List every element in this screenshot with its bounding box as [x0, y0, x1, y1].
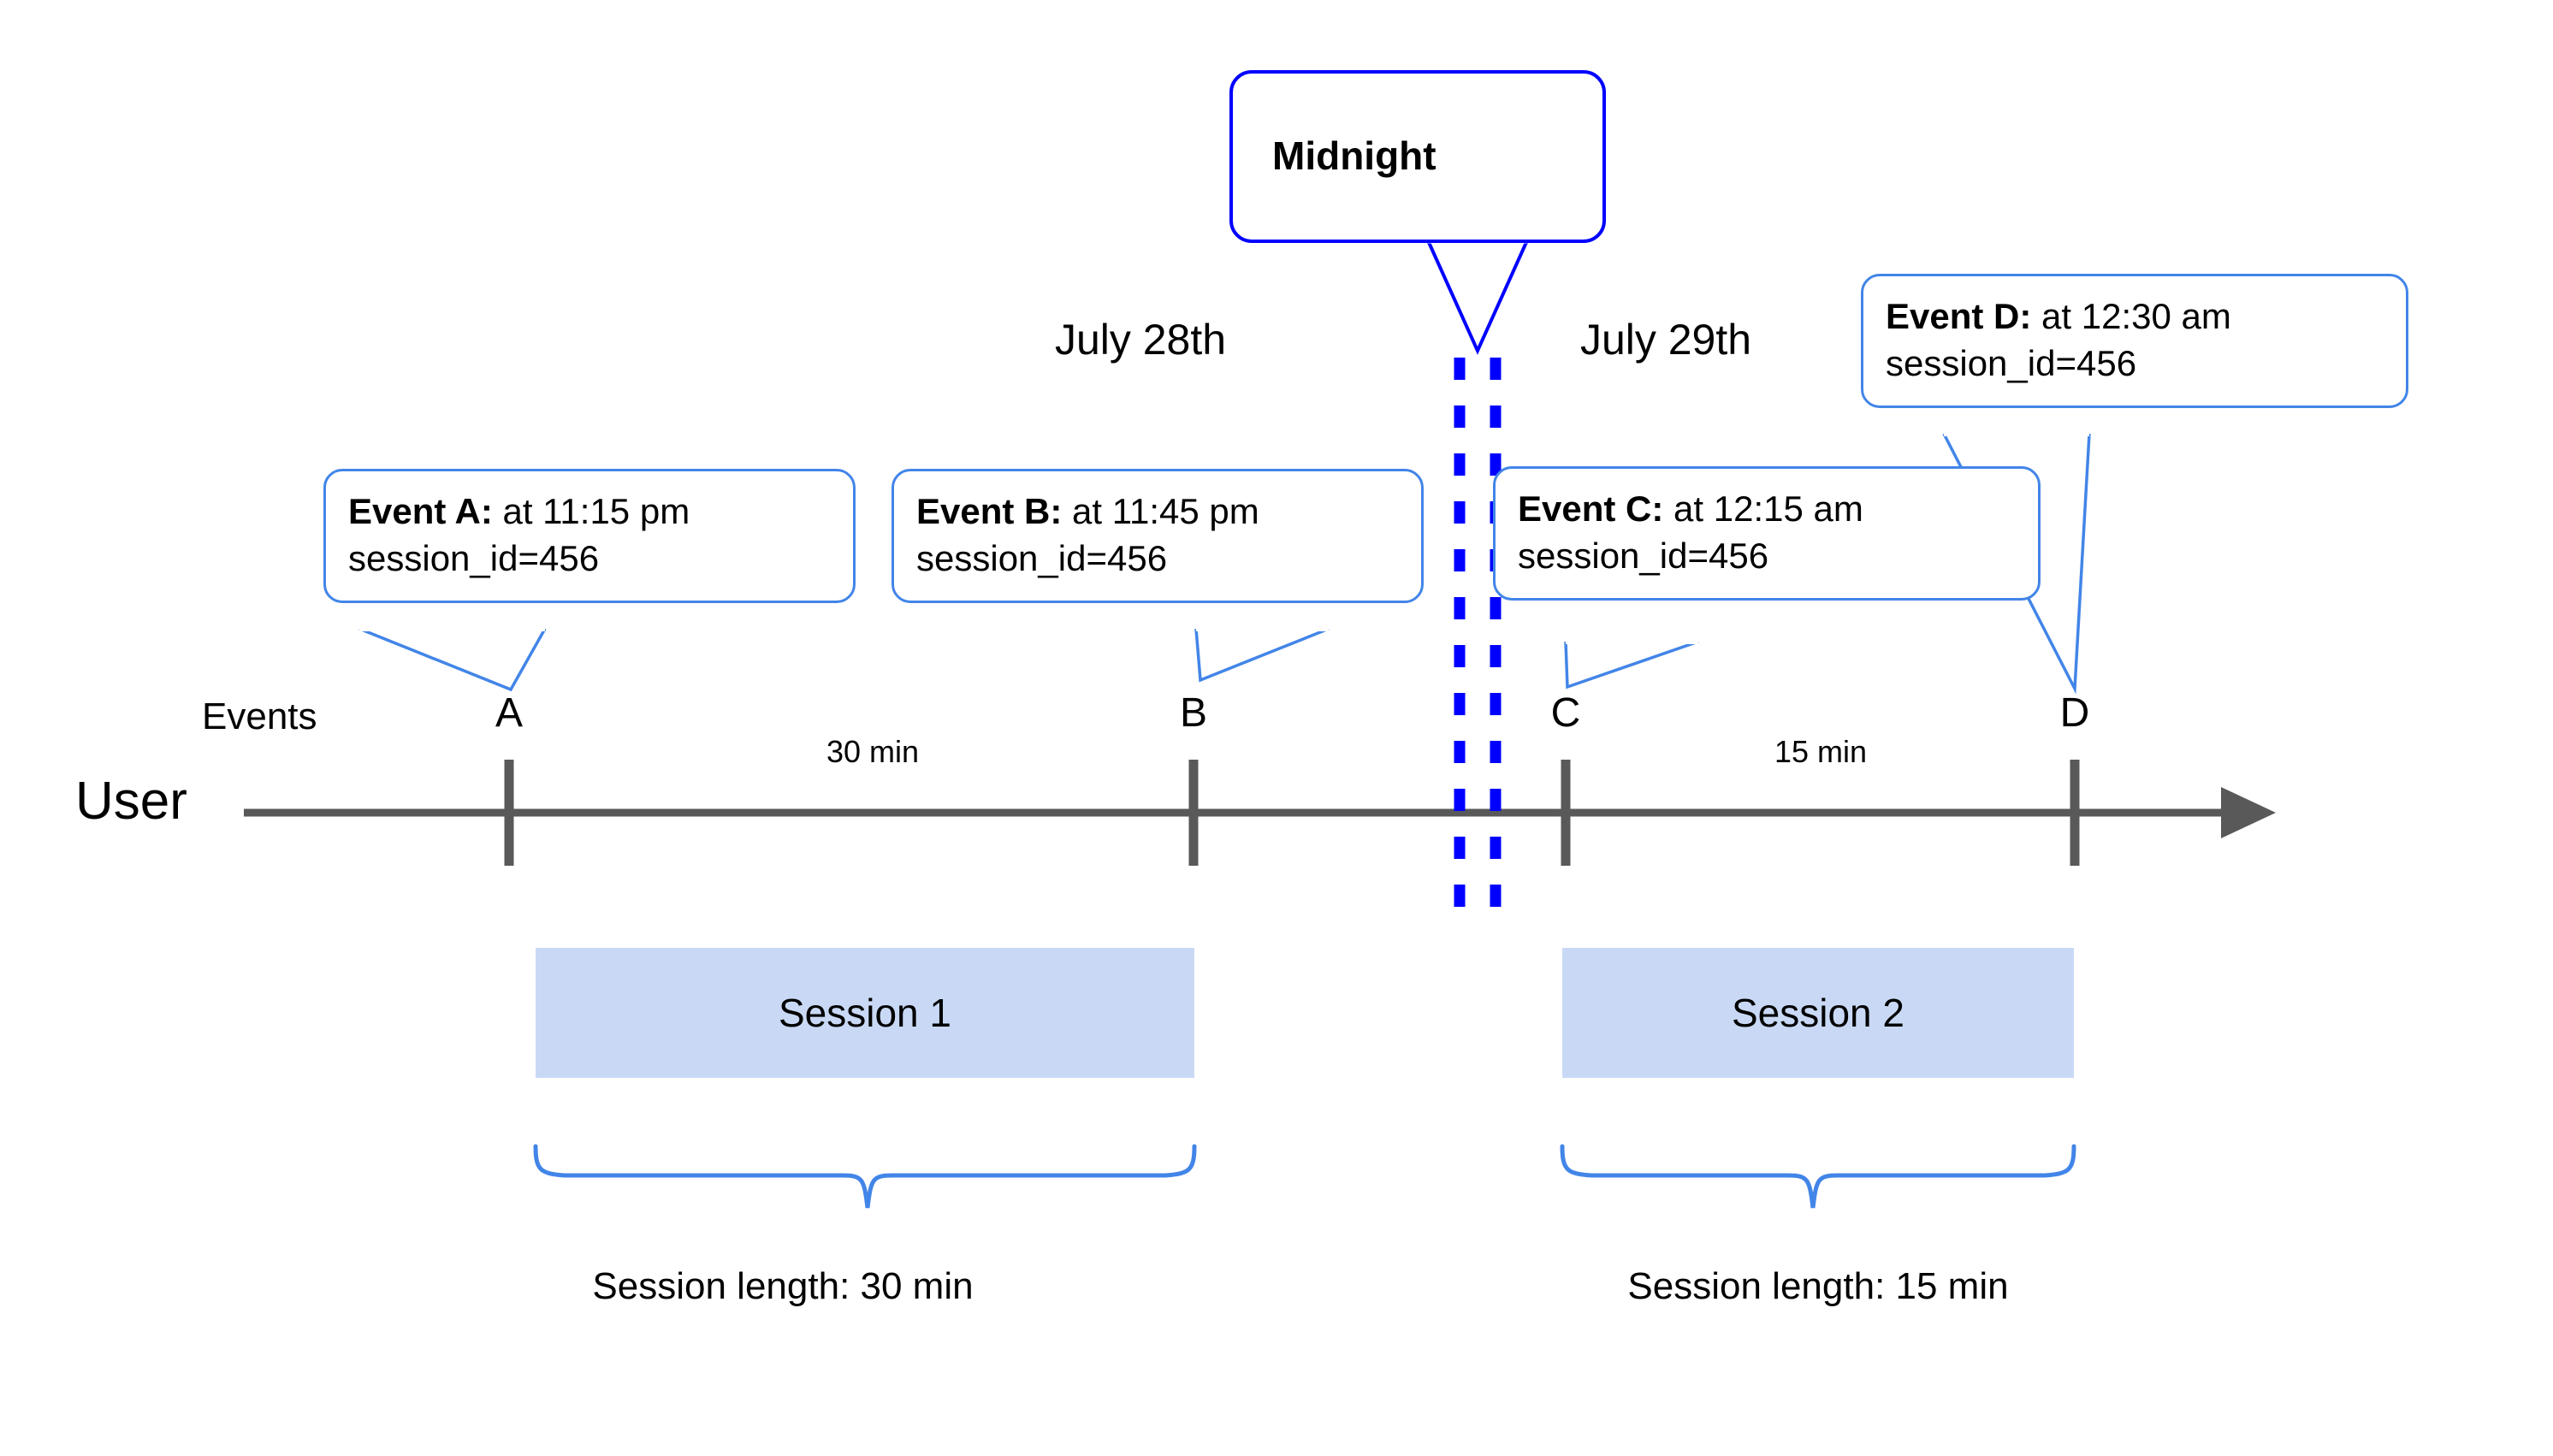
- session-2-brace: [1560, 1144, 2076, 1209]
- row-label-events: Events: [202, 695, 317, 737]
- event-tick-marks: [504, 760, 2080, 866]
- event-c-callout-line-1: Event C: at 12:15 am: [1518, 486, 2016, 533]
- session-1-brace: [533, 1144, 1197, 1209]
- timeline-axis: [244, 787, 2276, 838]
- event-a-title: Event A:: [348, 491, 493, 531]
- event-d-title: Event D:: [1886, 296, 2032, 336]
- marker-label-a: A: [495, 690, 524, 736]
- session-1-box[interactable]: Session 1: [536, 948, 1194, 1078]
- event-d-time: at 12:30 am: [2031, 296, 2231, 336]
- event-b-callout-tail: [1194, 626, 1330, 683]
- midnight-callout-label: Midnight: [1272, 133, 1436, 179]
- event-b-time: at 11:45 pm: [1062, 491, 1259, 531]
- session-1-label: Session 1: [778, 991, 951, 1035]
- event-c-time: at 12:15 am: [1663, 488, 1863, 529]
- event-d-callout[interactable]: Event D: at 12:30 am session_id=456: [1861, 274, 2408, 409]
- event-b-title: Event B:: [916, 491, 1063, 531]
- session-2-box[interactable]: Session 2: [1562, 948, 2074, 1078]
- day-label-july-28: July 28th: [1054, 316, 1227, 364]
- event-c-detail: session_id=456: [1518, 535, 1769, 576]
- session-2-label: Session 2: [1731, 991, 1904, 1035]
- marker-label-d: D: [2059, 690, 2090, 736]
- row-label-user: User: [75, 772, 187, 831]
- event-b-callout-line-1: Event B: at 11:45 pm: [916, 488, 1399, 536]
- midnight-callout-tail: [1426, 237, 1529, 355]
- event-a-callout-line-1: Event A: at 11:15 pm: [348, 488, 831, 536]
- gap-label-15-min: 15 min: [1774, 734, 1868, 769]
- event-c-title: Event C:: [1518, 488, 1664, 529]
- event-a-time: at 11:15 pm: [492, 491, 690, 531]
- midnight-divider: [1454, 358, 1502, 932]
- day-label-july-29: July 29th: [1579, 316, 1752, 364]
- gap-label-30-min: 30 min: [826, 734, 920, 769]
- event-a-detail: session_id=456: [348, 537, 600, 578]
- event-b-detail: session_id=456: [916, 537, 1168, 578]
- marker-label-c: C: [1550, 690, 1581, 736]
- session-2-length-label: Session length: 15 min: [1627, 1265, 2009, 1307]
- event-a-callout[interactable]: Event A: at 11:15 pm session_id=456: [323, 469, 856, 604]
- event-c-callout-tail: [1564, 639, 1699, 690]
- event-a-callout-tail: [358, 626, 547, 692]
- midnight-callout[interactable]: Midnight: [1229, 70, 1606, 243]
- marker-label-b: B: [1179, 690, 1208, 736]
- event-b-callout[interactable]: Event B: at 11:45 pm session_id=456: [891, 469, 1424, 604]
- event-d-callout-line-1: Event D: at 12:30 am: [1886, 293, 2384, 340]
- event-d-detail: session_id=456: [1886, 342, 2137, 383]
- event-c-callout[interactable]: Event C: at 12:15 am session_id=456: [1493, 466, 2041, 601]
- session-1-length-label: Session length: 30 min: [592, 1265, 974, 1307]
